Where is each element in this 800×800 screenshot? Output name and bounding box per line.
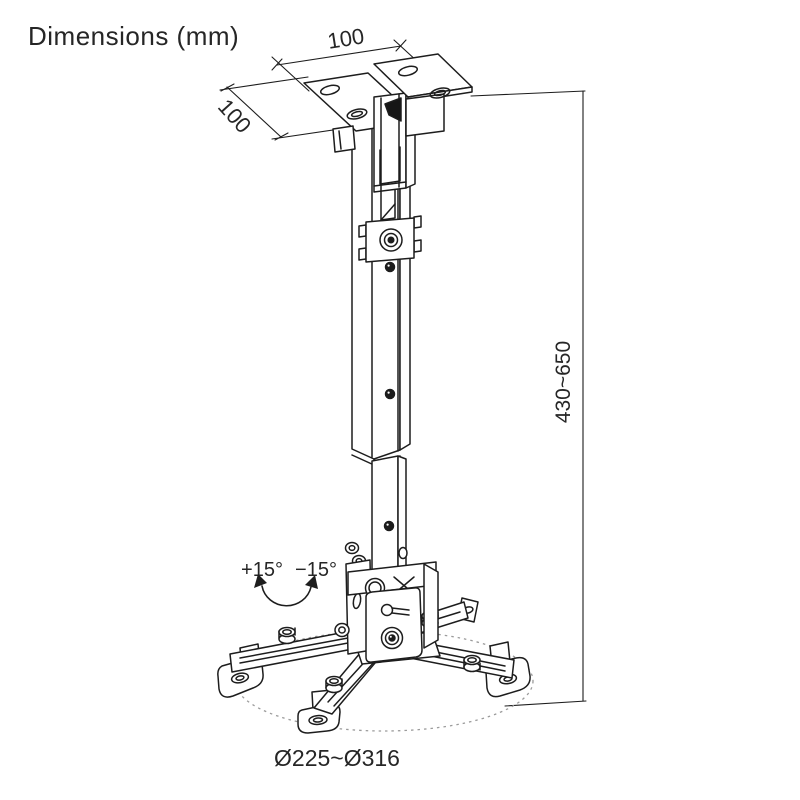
joint-right-panel: [423, 563, 439, 649]
mounting-hole: [319, 84, 341, 96]
dimension-lines-top: [219, 39, 432, 141]
tilt-annotation: +15° −15°: [241, 559, 337, 607]
clamp-wedge: [384, 97, 402, 122]
height-clamp: [358, 215, 422, 263]
tilt-joint: [334, 559, 439, 663]
joint-side-knob: [334, 622, 350, 638]
diameter-range-label: Ø225~Ø316: [274, 745, 400, 771]
column-bolt: [383, 261, 396, 532]
height-range-label: 430~650: [552, 341, 575, 423]
tilt-pin: [380, 603, 394, 617]
mounting-hole: [429, 87, 451, 99]
mounting-column: [344, 118, 422, 578]
tilt-arc-arrow: [261, 585, 312, 607]
clamp-knob: [379, 228, 403, 252]
inner-tube: [371, 455, 399, 578]
plate-width-label: 100: [326, 23, 366, 53]
tilt-up-label: +15°: [241, 559, 283, 581]
dimension-lines-height: [470, 90, 587, 707]
plate-vertical-flange: [405, 93, 445, 137]
plate-tab: [332, 125, 356, 153]
mounting-hole: [346, 108, 368, 120]
mounting-hole: [397, 65, 419, 77]
joint-front-plate: [365, 587, 423, 663]
ceiling-plate: [303, 53, 473, 193]
page-title: Dimensions (mm): [28, 21, 239, 51]
tilt-bolt: [380, 626, 404, 650]
plate-depth-label: 100: [213, 94, 256, 138]
tilt-down-label: −15°: [295, 559, 337, 581]
